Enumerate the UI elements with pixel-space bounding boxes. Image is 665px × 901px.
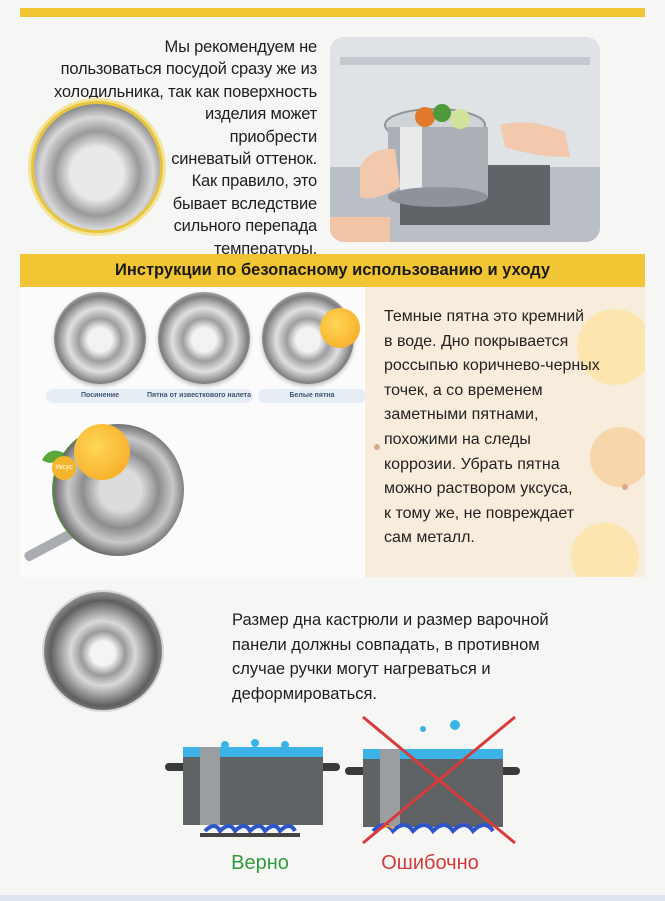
bluish-pan-bottom-image	[34, 104, 160, 230]
text-line: заметными пятнами,	[384, 406, 539, 424]
text-line: деформироваться.	[232, 684, 377, 703]
text-line: точек, а со временем	[384, 381, 543, 399]
size-match-text: Размер дна кастрюли и размер варочной па…	[232, 608, 622, 706]
text-line: панели должны совпадать, в противном	[232, 635, 540, 654]
fridge-photo	[330, 37, 600, 242]
text-line: Размер дна кастрюли и размер варочной	[232, 611, 549, 629]
text-line: сильного перепада	[173, 217, 318, 236]
text-line: Как правило, это	[191, 172, 318, 191]
text-line: Мы рекомендуем не	[164, 38, 318, 56]
text-line: к тому же, не повреждает	[384, 504, 575, 522]
pan-bottom-photo	[44, 592, 162, 710]
text-line: изделия может	[205, 105, 317, 124]
text-line: случае ручки могут нагреваться и	[232, 660, 491, 678]
lemon-character-icon	[74, 424, 130, 480]
wrong-pot-illustration	[345, 715, 520, 850]
label-white-spots: Белые пятна	[258, 389, 366, 403]
text-line: коррозии. Убрать пятна	[384, 455, 560, 473]
text-line: россыпью коричнево-черных	[384, 357, 600, 375]
text-line: Темные пятна это кремний	[384, 308, 585, 325]
correct-pot-illustration	[165, 735, 340, 850]
fridge-warning-text: Мы рекомендуем не пользоваться посудой с…	[17, 36, 317, 260]
text-line: температуры.	[213, 239, 317, 258]
text-line: бывает вследствие	[172, 194, 318, 213]
caption-wrong: Ошибочно	[381, 852, 479, 874]
section-title: Инструкции по безопасному использованию …	[114, 261, 551, 279]
spots-text-panel	[365, 287, 645, 577]
label-bluing: Посинение	[46, 389, 154, 403]
text-line: приобрести	[229, 127, 318, 146]
lemon-mascot-icon	[320, 308, 360, 348]
vinegar-tag: Уксус	[52, 456, 76, 480]
text-line: можно раствором уксуса,	[384, 480, 573, 498]
text-line: похожими на следы	[384, 430, 531, 448]
text-line: в воде. Дно покрывается	[384, 332, 569, 350]
text-line: холодильника, так как поверхность	[54, 82, 317, 101]
label-limescale: Пятна от известкового налета	[145, 389, 253, 403]
pan-bluing-image	[54, 292, 146, 384]
pan-limescale-image	[158, 292, 250, 384]
dark-spots-text: Темные пятна это кремний в воде. Дно пок…	[384, 305, 634, 551]
top-accent-bar	[20, 8, 645, 17]
bottom-divider	[0, 895, 665, 901]
caption-correct: Верно	[231, 852, 289, 874]
text-line: синеватый оттенок.	[171, 150, 317, 169]
text-line: пользоваться посудой сразу же из	[60, 60, 318, 79]
section-band	[20, 254, 645, 287]
text-line: сам металл.	[384, 529, 475, 547]
